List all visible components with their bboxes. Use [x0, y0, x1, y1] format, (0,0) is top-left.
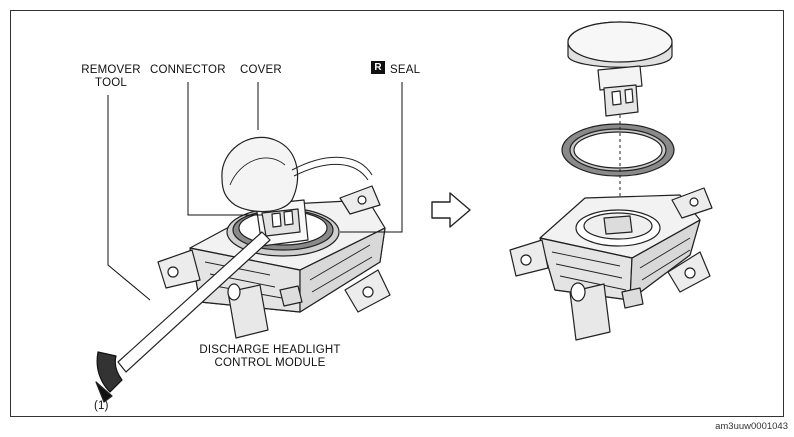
connector-right [597, 65, 643, 117]
leader-lines-left [107, 82, 403, 301]
right-arrow-icon [431, 192, 471, 228]
cover-right [567, 21, 673, 68]
remover-tool [95, 231, 271, 403]
label-remover-tool-line1: REMOVER [81, 64, 141, 76]
cover-left [221, 136, 373, 213]
right-illustration [509, 21, 713, 341]
label-control-module-line2: CONTROL MODULE [214, 357, 326, 369]
label-control-module-line1: DISCHARGE HEADLIGHT [199, 344, 341, 356]
label-control-module: DISCHARGE HEADLIGHT CONTROL MODULE [190, 344, 350, 370]
label-seal: SEAL [390, 64, 421, 76]
label-remover-tool-line2: TOOL [95, 77, 127, 89]
label-step-number: (1) [94, 400, 109, 412]
seal-right [561, 123, 675, 177]
replace-badge: R [371, 61, 385, 74]
figure-code: am3uuw0001043 [715, 421, 788, 432]
label-remover-tool: REMOVER TOOL [66, 64, 156, 90]
figure-frame [10, 10, 784, 417]
left-illustration [95, 136, 391, 403]
label-cover: COVER [240, 64, 282, 76]
label-connector: CONNECTOR [150, 64, 226, 76]
leader-connector [187, 82, 262, 216]
leader-seal [340, 82, 403, 233]
leader-remover-tool [107, 95, 151, 301]
control-module-right [509, 187, 713, 341]
